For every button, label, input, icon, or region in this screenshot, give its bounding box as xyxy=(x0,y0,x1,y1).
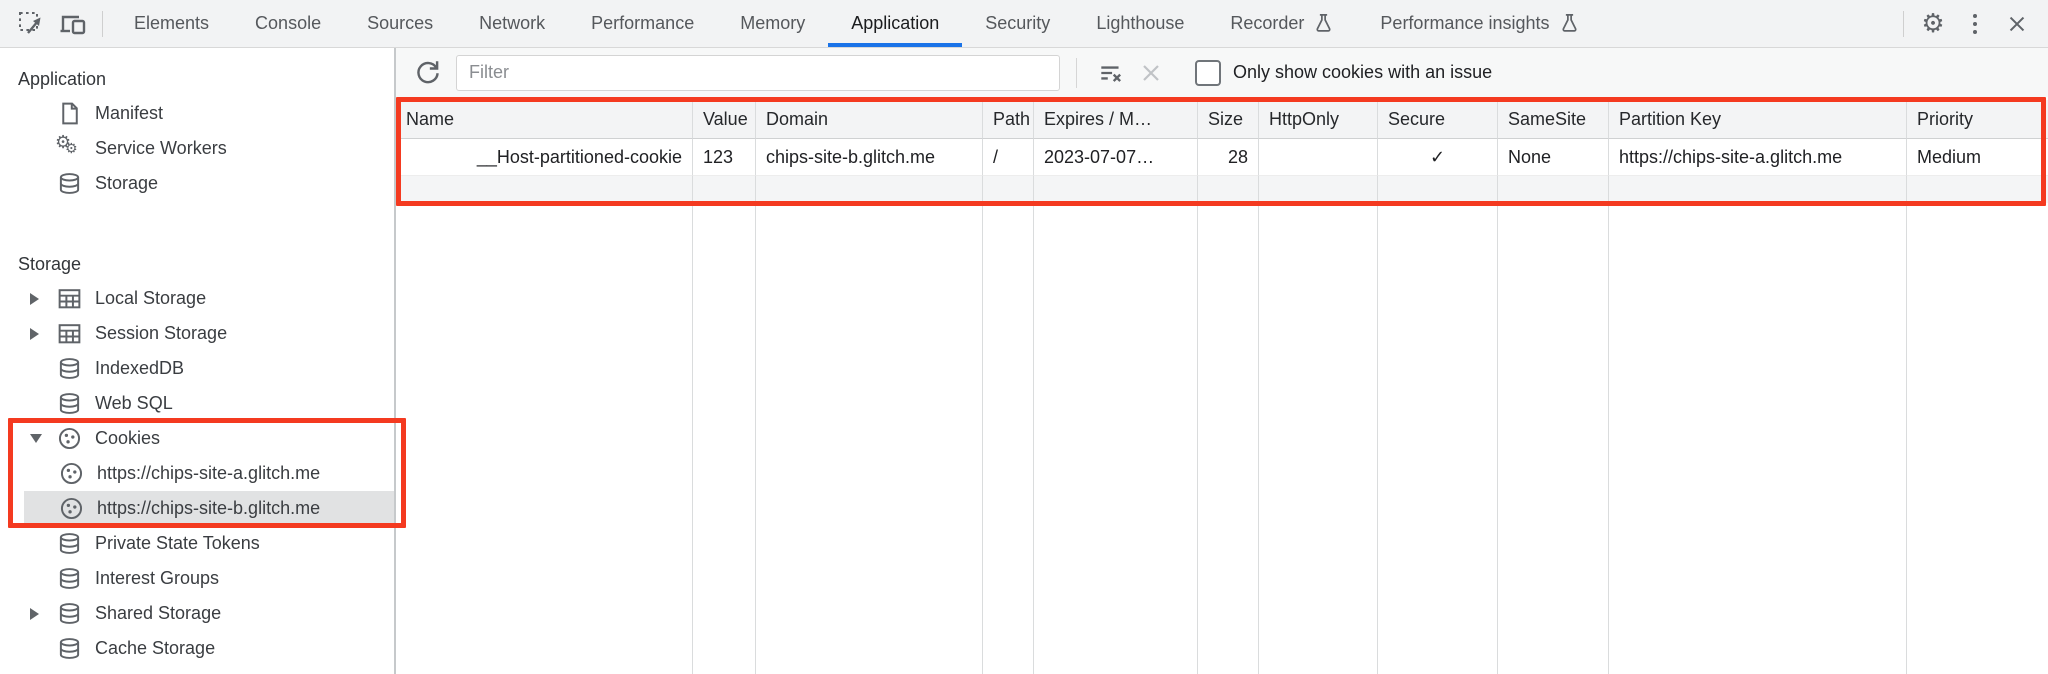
table-grid-icon xyxy=(56,285,83,312)
tab-application[interactable]: Application xyxy=(828,0,963,47)
col-header-value[interactable]: Value xyxy=(693,100,756,139)
database-icon xyxy=(56,530,83,557)
toolbar-separator xyxy=(1076,57,1077,88)
sidebar-item-web-sql[interactable]: Web SQL xyxy=(0,386,394,421)
cell-domain[interactable]: chips-site-b.glitch.me xyxy=(756,139,983,176)
sidebar-item-cache-storage[interactable]: Cache Storage xyxy=(0,631,394,666)
issues-only-checkbox[interactable] xyxy=(1195,59,1221,86)
sidebar-item-manifest[interactable]: Manifest xyxy=(0,96,394,131)
tab-recorder[interactable]: Recorder xyxy=(1207,0,1357,47)
sidebar-item-storage[interactable]: Storage xyxy=(0,166,394,201)
sidebar-item-cookies[interactable]: Cookies xyxy=(0,421,394,456)
delete-all-cookies-icon[interactable] xyxy=(1131,53,1171,93)
tab-security[interactable]: Security xyxy=(985,13,1051,33)
chevron-collapsed-icon[interactable] xyxy=(30,292,39,305)
sidebar-item-indexeddb[interactable]: IndexedDB xyxy=(0,351,394,386)
database-icon xyxy=(56,355,83,382)
sidebar-item-service-workers[interactable]: ⚙ ⚙ Service Workers xyxy=(0,131,394,166)
col-header-secure[interactable]: Secure xyxy=(1378,100,1498,139)
experimental-flask-icon xyxy=(1559,13,1580,34)
service-worker-gears-icon: ⚙ ⚙ xyxy=(55,132,78,157)
sidebar-section-gap xyxy=(0,201,394,247)
cell-path[interactable]: / xyxy=(983,139,1034,176)
cell-samesite[interactable]: None xyxy=(1498,139,1609,176)
cell-expires[interactable]: 2023-07-07… xyxy=(1034,139,1198,176)
cell-httponly[interactable] xyxy=(1259,139,1378,176)
cell-name[interactable]: __Host-partitioned-cookie xyxy=(396,139,693,176)
database-icon xyxy=(56,635,83,662)
cookies-table: Name Value Domain Path Expires / M… Size… xyxy=(396,100,2048,674)
sidebar-item-cookies-chips-site-a[interactable]: https://chips-site-a.glitch.me xyxy=(0,456,394,491)
tab-performance-insights[interactable]: Performance insights xyxy=(1357,0,1602,47)
sidebar-item-cookies-chips-site-b[interactable]: https://chips-site-b.glitch.me xyxy=(24,491,394,526)
cookie-icon xyxy=(56,425,83,452)
tab-network[interactable]: Network xyxy=(479,13,546,33)
tab-elements[interactable]: Elements xyxy=(134,13,210,33)
tab-sources[interactable]: Sources xyxy=(367,13,434,33)
database-icon xyxy=(56,390,83,417)
clear-filter-icon[interactable] xyxy=(1091,53,1131,93)
cell-partition-key[interactable]: https://chips-site-a.glitch.me xyxy=(1609,139,1907,176)
tab-console[interactable]: Console xyxy=(255,13,322,33)
sidebar-item-session-storage[interactable]: Session Storage xyxy=(0,316,394,351)
tab-memory[interactable]: Memory xyxy=(740,13,806,33)
tab-bar-separator xyxy=(102,10,103,37)
col-header-expires[interactable]: Expires / M… xyxy=(1034,100,1198,139)
chevron-expanded-icon[interactable] xyxy=(30,434,42,443)
database-icon xyxy=(56,565,83,592)
tab-lighthouse[interactable]: Lighthouse xyxy=(1096,13,1185,33)
cell-priority[interactable]: Medium xyxy=(1907,139,2048,176)
cookie-icon xyxy=(58,495,85,522)
cell-secure-checkmark[interactable]: ✓ xyxy=(1378,139,1498,176)
cookie-icon xyxy=(58,460,85,487)
more-options-kebab-icon[interactable] xyxy=(1954,5,1996,43)
cookie-filter-input[interactable] xyxy=(456,54,1060,91)
chevron-collapsed-icon[interactable] xyxy=(30,327,39,340)
settings-gear-icon[interactable]: ⚙ xyxy=(1912,5,1954,43)
col-header-size[interactable]: Size xyxy=(1198,100,1259,139)
sidebar-item-interest-groups[interactable]: Interest Groups xyxy=(0,561,394,596)
col-header-name[interactable]: Name xyxy=(396,100,693,139)
active-tab-indicator xyxy=(828,43,963,47)
application-sidebar: Application Manifest ⚙ ⚙ Service Workers… xyxy=(0,48,396,674)
col-header-samesite[interactable]: SameSite xyxy=(1498,100,1609,139)
col-header-path[interactable]: Path xyxy=(983,100,1034,139)
chevron-collapsed-icon[interactable] xyxy=(30,607,39,620)
experimental-flask-icon xyxy=(1313,13,1334,34)
col-header-domain[interactable]: Domain xyxy=(756,100,983,139)
tab-bar-separator xyxy=(1903,10,1904,37)
devtools-tab-bar: Elements Console Sources Network Perform… xyxy=(0,0,2048,48)
database-icon xyxy=(56,600,83,627)
table-grid-icon xyxy=(56,320,83,347)
cell-value[interactable]: 123 xyxy=(693,139,756,176)
tab-bar-tools xyxy=(0,0,111,47)
sidebar-item-private-state-tokens[interactable]: Private State Tokens xyxy=(0,526,394,561)
close-devtools-icon[interactable] xyxy=(1996,5,2038,43)
cell-size[interactable]: 28 xyxy=(1198,139,1259,176)
issues-only-checkbox-label[interactable]: Only show cookies with an issue xyxy=(1233,62,1493,82)
col-header-priority[interactable]: Priority xyxy=(1907,100,2048,139)
refresh-icon[interactable] xyxy=(408,53,448,93)
tab-bar-right-controls: ⚙ xyxy=(1895,0,2048,47)
col-header-httponly[interactable]: HttpOnly xyxy=(1259,100,1378,139)
document-icon xyxy=(56,100,83,127)
col-header-partition-key[interactable]: Partition Key xyxy=(1609,100,1907,139)
database-icon xyxy=(56,170,83,197)
sidebar-section-application: Application xyxy=(18,68,107,89)
sidebar-section-storage: Storage xyxy=(18,253,82,274)
cookies-toolbar: Only show cookies with an issue xyxy=(396,48,2048,97)
inspect-element-icon[interactable] xyxy=(10,5,52,43)
sidebar-item-shared-storage[interactable]: Shared Storage xyxy=(0,596,394,631)
sidebar-item-local-storage[interactable]: Local Storage xyxy=(0,281,394,316)
tab-performance[interactable]: Performance xyxy=(591,13,695,33)
cookies-panel: Only show cookies with an issue Name Val… xyxy=(396,48,2048,674)
device-toolbar-icon[interactable] xyxy=(52,5,94,43)
